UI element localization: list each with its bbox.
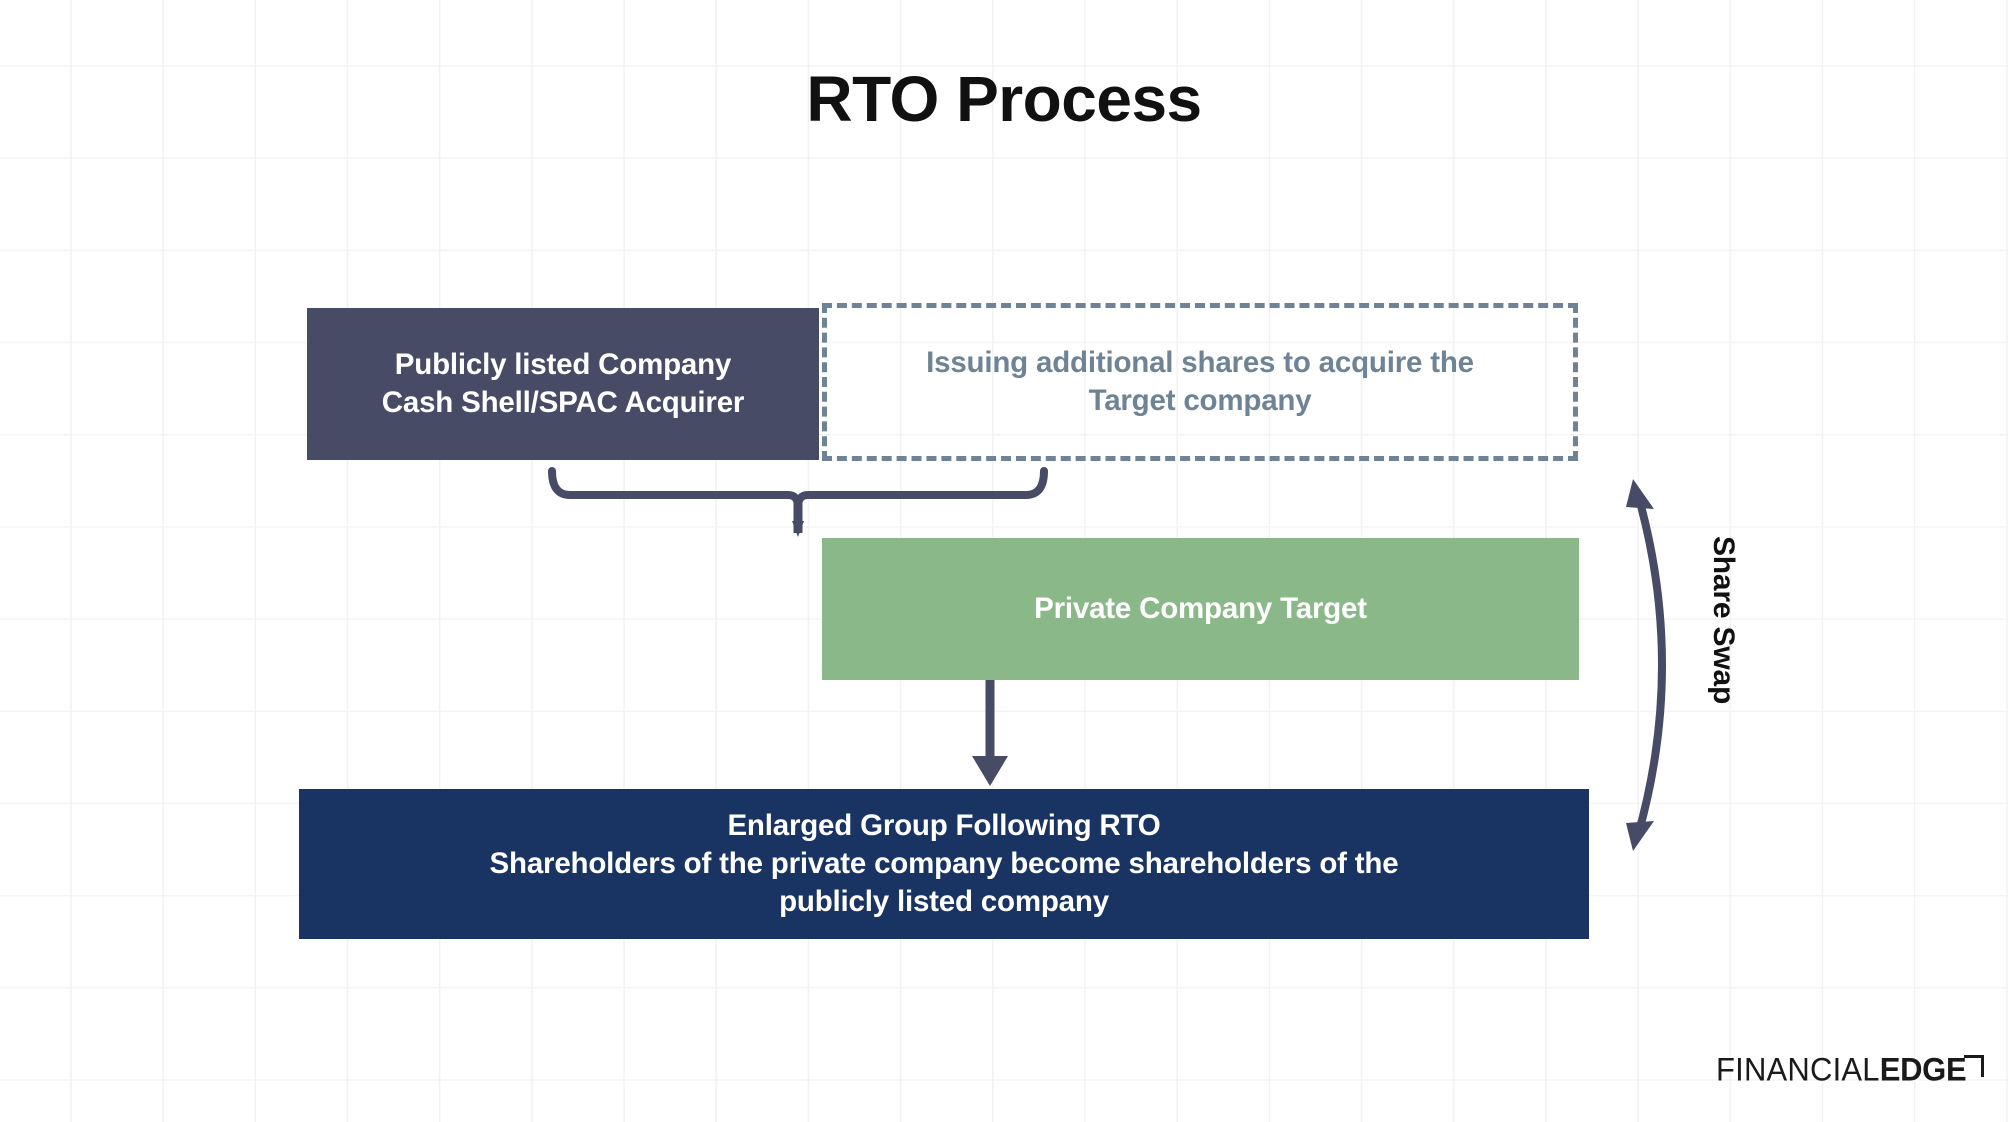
- node-issuing-additional-shares-label: Issuing additional shares to acquire the…: [926, 346, 1474, 417]
- node-private-company-target[interactable]: Private Company Target: [822, 538, 1579, 680]
- arrow-down-icon: [972, 676, 1008, 786]
- node-publicly-listed-company-label: Publicly listed Company Cash Shell/SPAC …: [381, 348, 745, 419]
- page-title: RTO Process: [806, 63, 1202, 135]
- node-enlarged-group-label: Enlarged Group Following RTO Shareholder…: [489, 809, 1399, 918]
- financial-edge-logo: FINANCIAL EDGE: [1716, 1051, 1985, 1092]
- share-swap-double-arrow-icon: [1626, 479, 1666, 851]
- node-enlarged-group[interactable]: Enlarged Group Following RTO Shareholder…: [299, 789, 1589, 939]
- logo-edge-text: EDGE: [1879, 1051, 1967, 1088]
- brace-connector-icon: [548, 467, 1048, 537]
- node-issuing-additional-shares[interactable]: Issuing additional shares to acquire the…: [822, 303, 1578, 461]
- share-swap-label: Share Swap: [1707, 536, 1740, 705]
- logo-corner-mark-icon: [1962, 1055, 1985, 1079]
- node-private-company-target-label: Private Company Target: [1034, 592, 1367, 626]
- logo-financial-text: FINANCIAL: [1716, 1051, 1880, 1088]
- node-publicly-listed-company[interactable]: Publicly listed Company Cash Shell/SPAC …: [307, 308, 819, 460]
